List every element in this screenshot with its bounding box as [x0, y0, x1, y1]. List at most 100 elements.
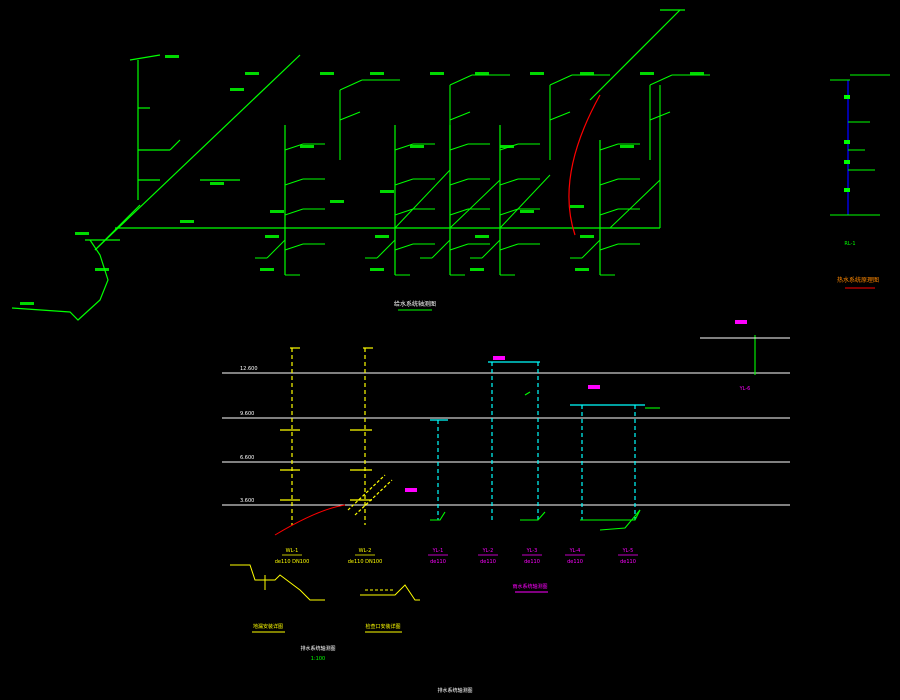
hot-water-inset — [830, 74, 890, 216]
dimension-tag — [530, 72, 544, 75]
pipe-label: WL-1 — [286, 548, 299, 554]
dimension-tag — [75, 232, 89, 235]
detail-drawing-1 — [230, 564, 325, 601]
dimension-tag — [270, 210, 284, 213]
vent-tag — [588, 385, 600, 389]
dimension-tag — [690, 72, 704, 75]
riser-diagonal — [449, 179, 501, 229]
riser-branch — [599, 243, 619, 251]
upper-riser-group — [255, 74, 710, 276]
dimension-tag — [370, 268, 384, 271]
riser-branch — [394, 208, 414, 216]
floor-elevation: 9.600 — [240, 411, 254, 417]
lower-green-fittings — [430, 335, 790, 531]
riser-branch — [449, 178, 469, 186]
dimension-tag — [380, 190, 394, 193]
inset-riser-label: RL-1 — [844, 241, 855, 247]
riser-branch — [599, 178, 619, 186]
riser-branch — [431, 239, 451, 259]
riser-diagonal — [609, 179, 661, 229]
dimension-tag — [570, 205, 584, 208]
upper-caption: 给水系统轴测图 — [394, 300, 436, 308]
riser-branch — [449, 243, 469, 251]
riser-branch — [376, 239, 396, 259]
drain-curve — [274, 504, 346, 536]
dimension-tag — [165, 55, 179, 58]
dimension-tag — [500, 145, 514, 148]
riser-diagonal — [499, 174, 551, 229]
dimension-tag — [580, 72, 594, 75]
upper-tag-group — [20, 55, 704, 305]
riser-branch — [499, 243, 519, 251]
riser-branch — [394, 243, 414, 251]
upper-branch — [449, 111, 471, 121]
detail-2-caption: 检查口安装详图 — [365, 623, 400, 630]
dimension-tag — [375, 235, 389, 238]
upper-branch — [649, 74, 673, 86]
dimension-tag — [640, 72, 654, 75]
pipe-sublabel: de110 DN100 — [275, 559, 310, 565]
dimension-tag — [265, 235, 279, 238]
dimension-tag — [580, 235, 594, 238]
upper-branch — [449, 74, 473, 86]
dimension-tag — [245, 72, 259, 75]
dimension-tag — [320, 72, 334, 75]
riser-diagonal — [394, 169, 451, 229]
upper-branch — [339, 111, 361, 121]
pipe-label: YL-1 — [432, 548, 444, 554]
inset-caption: 热水系统原理图 — [837, 276, 879, 284]
vent-tag — [735, 320, 747, 324]
pipe-label: WL-2 — [359, 548, 372, 554]
dimension-tag — [470, 268, 484, 271]
riser-branch — [284, 178, 304, 186]
dimension-tag — [95, 268, 109, 271]
dimension-tag — [230, 88, 244, 91]
pipe-label: YL-5 — [622, 548, 634, 554]
dimension-tag — [520, 210, 534, 213]
riser-branch — [499, 208, 519, 216]
dimension-tag — [260, 268, 274, 271]
riser-branch — [599, 208, 619, 216]
dimension-tag — [575, 268, 589, 271]
riser-branch — [394, 178, 414, 186]
detail-1-caption: 地漏安装详图 — [253, 623, 283, 630]
dimension-tag — [180, 220, 194, 223]
floor-elevation: 3.600 — [240, 498, 254, 504]
floor-elevation: 6.600 — [240, 455, 254, 461]
dimension-tag — [210, 182, 224, 185]
riser-branch — [284, 208, 304, 216]
vent-tag-group — [405, 320, 747, 492]
pipe-sublabel: de110 — [567, 559, 583, 565]
riser-branch — [581, 239, 601, 259]
riser-branch — [449, 143, 469, 151]
upper-branch — [549, 111, 571, 121]
pipe-label: YL-3 — [526, 548, 538, 554]
pipe-sublabel: de110 — [480, 559, 496, 565]
drainage-title: 排水系统轴测图 — [300, 645, 335, 652]
floor-line-group: 12.600 9.600 6.600 3.600 — [222, 366, 790, 506]
dimension-tag — [620, 145, 634, 148]
dimension-tag — [475, 72, 489, 75]
riser-branch — [266, 239, 286, 259]
riser-branch — [284, 243, 304, 251]
drainage-stacks-yellow — [280, 347, 393, 525]
pipe-sublabel: de110 — [620, 559, 636, 565]
dimension-tag — [475, 235, 489, 238]
dimension-tag — [410, 145, 424, 148]
riser-branch — [599, 143, 619, 151]
detail-drawing-2 — [360, 584, 420, 601]
upper-branch — [549, 74, 573, 86]
floor-elevation: 12.600 — [240, 366, 258, 372]
pipe-sublabel: de110 DN100 — [348, 559, 383, 565]
dimension-tag — [330, 200, 344, 203]
rain-stacks-cyan — [430, 361, 645, 520]
riser-branch — [449, 208, 469, 216]
dimension-tag — [300, 145, 314, 148]
vent-tag — [405, 488, 417, 492]
riser-branch — [499, 178, 519, 186]
top-right-pipe-label: YL-6 — [739, 386, 751, 392]
riser-branch — [481, 239, 501, 259]
pipe-label-group: WL-1 de110 DN100 WL-2 de110 DN100 YL-1 de110 Y… — [275, 548, 638, 565]
dimension-tag — [20, 302, 34, 305]
